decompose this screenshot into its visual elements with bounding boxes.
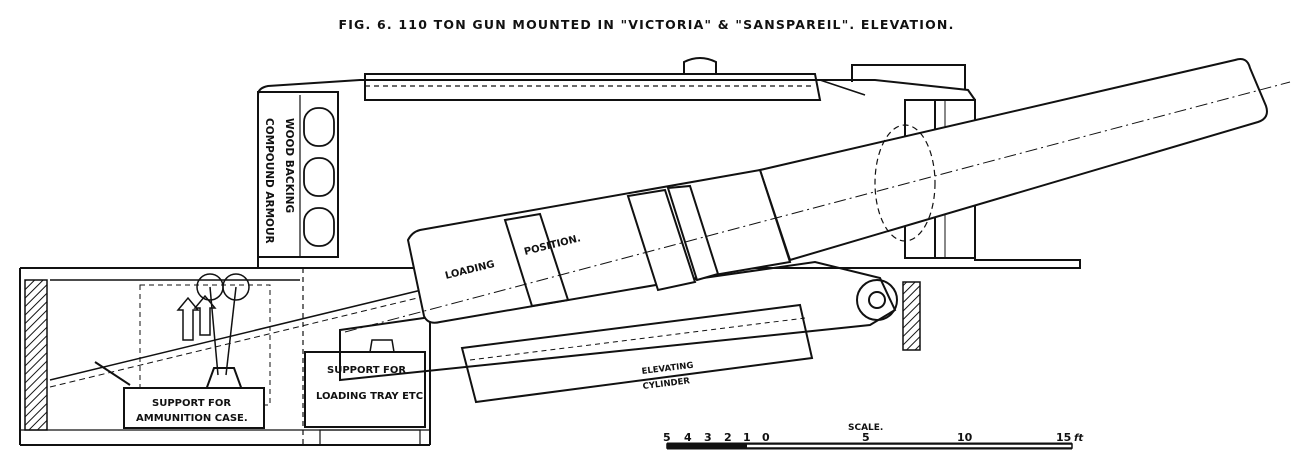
support-loading-tray <box>304 339 426 428</box>
hydraulic-rammer <box>176 273 250 391</box>
scale-tick-15: 15 <box>1056 431 1071 444</box>
gun-barrel <box>344 58 1291 333</box>
scale-tick-4: 4 <box>684 431 692 444</box>
right-wall-hatch <box>902 281 921 351</box>
label-compound-armour: COMPOUND ARMOUR <box>263 118 275 244</box>
scale-tick-10: 10 <box>957 431 973 444</box>
support-ammunition-case <box>123 387 265 429</box>
label-support-tray-1: SUPPORT FOR <box>327 365 406 376</box>
label-support-tray-2: LOADING TRAY ETC <box>316 391 423 402</box>
scale-tick-1: 1 <box>743 431 751 444</box>
scale-tick-2: 2 <box>724 431 732 444</box>
elevating-cylinder <box>460 303 814 404</box>
scale-tick-5a: 5 <box>663 431 671 444</box>
scale-label: SCALE. <box>848 423 883 433</box>
left-wall-hatch <box>24 279 48 431</box>
label-wood-backing: WOOD BACKING <box>283 118 295 213</box>
figure-title: FIG. 6. 110 TON GUN MOUNTED IN "VICTORIA… <box>338 17 955 32</box>
scale-bar: SCALE. 5 4 3 2 1 0 5 10 15 ft <box>663 423 1084 450</box>
lower-compartment <box>50 279 300 406</box>
scale-tick-5b: 5 <box>862 431 870 444</box>
scale-unit: ft <box>1074 433 1084 444</box>
label-support-case-2: AMMUNITION CASE. <box>136 413 248 424</box>
front-armour <box>257 91 339 258</box>
gun-slide <box>339 260 898 382</box>
scale-tick-0: 0 <box>762 431 770 444</box>
scale-tick-3: 3 <box>704 431 712 444</box>
label-support-case-1: SUPPORT FOR <box>152 398 231 409</box>
